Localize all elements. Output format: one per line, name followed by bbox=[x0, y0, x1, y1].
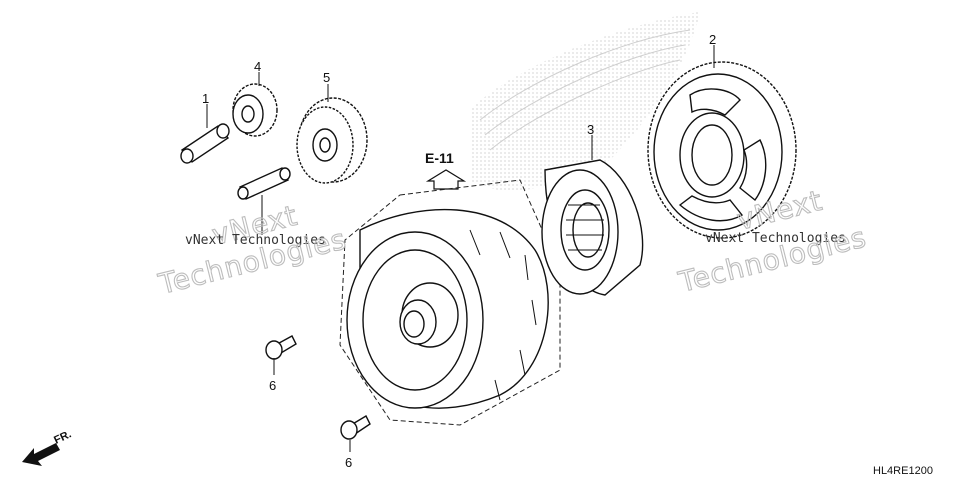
callout-6a: 6 bbox=[269, 378, 276, 393]
callout-2: 2 bbox=[709, 32, 716, 47]
part-1-pin bbox=[180, 123, 230, 164]
part-pin-lower bbox=[237, 167, 291, 200]
reference-arrow bbox=[425, 169, 467, 190]
reference-label: E-11 bbox=[425, 150, 454, 166]
callout-1: 1 bbox=[202, 91, 209, 106]
background-stipple bbox=[470, 12, 700, 191]
front-direction-label: FR. bbox=[52, 428, 73, 446]
callout-4: 4 bbox=[254, 59, 261, 74]
part-drum-assembly bbox=[346, 208, 549, 409]
callout-6b: 6 bbox=[345, 455, 352, 470]
diagram-code: HL4RE1200 bbox=[873, 465, 933, 477]
part-6-bolt-b bbox=[340, 415, 371, 440]
part-4-small-gear bbox=[232, 83, 278, 137]
assembly-boundary bbox=[339, 179, 561, 426]
part-5-gear bbox=[296, 97, 368, 184]
watermark-left-small: vNext Technologies bbox=[185, 233, 326, 248]
part-2-large-gear bbox=[647, 61, 797, 239]
background-stipple-lines bbox=[479, 29, 691, 151]
callout-5: 5 bbox=[323, 70, 330, 85]
front-direction-arrow bbox=[22, 443, 60, 466]
callout-3: 3 bbox=[587, 122, 594, 137]
watermark-right-small: vNext Technologies bbox=[705, 231, 846, 246]
part-6-bolt-a bbox=[265, 335, 297, 360]
part-3-clutch bbox=[541, 159, 644, 296]
